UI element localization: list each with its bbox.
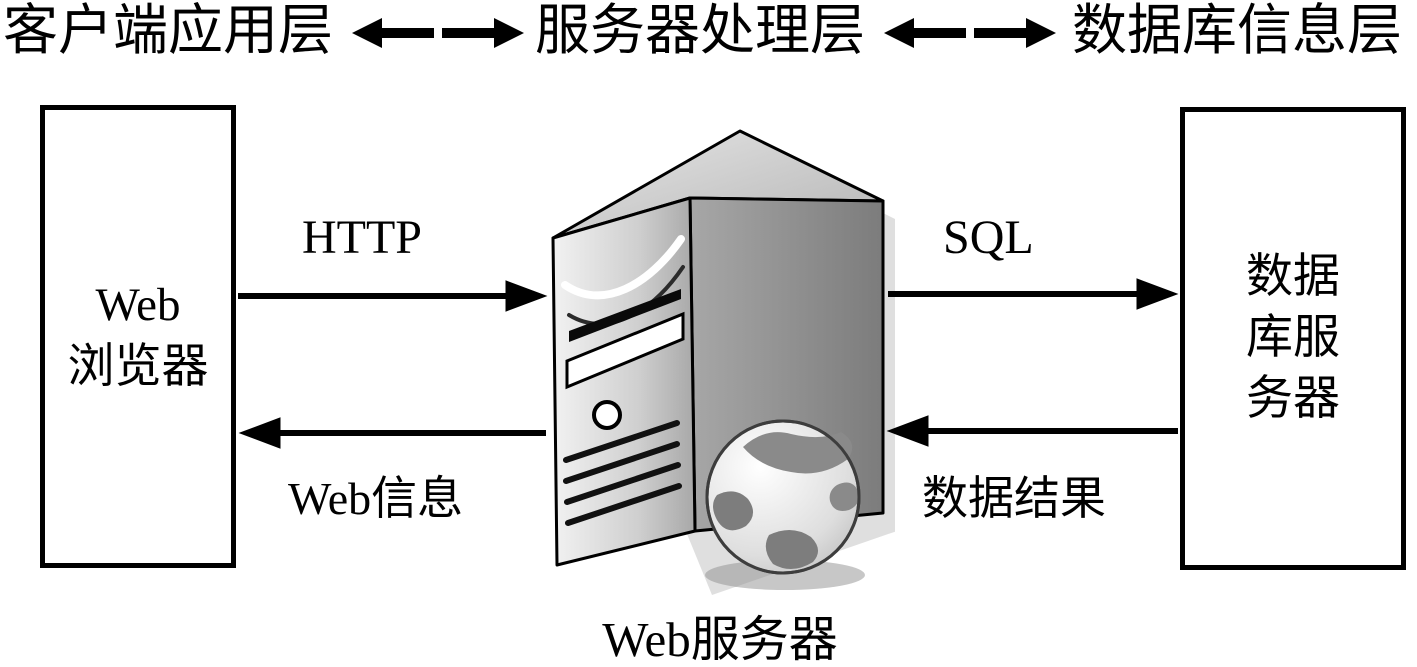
server-highlight <box>561 235 685 300</box>
globe-icon <box>705 419 861 575</box>
server-power-button-icon <box>592 400 622 430</box>
sql-label: SQL <box>943 211 1034 264</box>
layer-label-server: 服务器处理层 <box>535 0 866 61</box>
database-server-box: 数据 库服 务器 <box>1180 107 1406 570</box>
web-browser-label-line1: Web <box>95 279 181 332</box>
double-arrow-icon <box>884 18 1056 48</box>
database-label-line1: 数据 <box>1246 250 1340 303</box>
web-browser-label-line2: 浏览器 <box>67 340 209 393</box>
http-arrow <box>238 280 548 312</box>
database-label-line2: 库服 <box>1246 311 1340 364</box>
web-server-caption: Web服务器 <box>602 612 838 667</box>
server-tower-icon <box>551 129 895 595</box>
server-vents <box>563 420 682 526</box>
double-arrow-icon <box>352 18 524 48</box>
layer-label-database: 数据库信息层 <box>1072 0 1403 61</box>
data-result-label: 数据结果 <box>922 473 1106 524</box>
server-floppy-slot <box>565 311 685 390</box>
web-info-label: Web信息 <box>288 473 464 524</box>
database-label-line3: 务器 <box>1246 373 1340 426</box>
web-browser-box: Web 浏览器 <box>40 105 236 568</box>
http-label: HTTP <box>302 211 422 264</box>
server-cd-slot <box>569 289 681 342</box>
web-info-arrow <box>238 417 546 449</box>
sql-arrow <box>888 278 1179 310</box>
layer-label-client: 客户端应用层 <box>3 0 334 61</box>
data-result-arrow <box>886 415 1178 447</box>
